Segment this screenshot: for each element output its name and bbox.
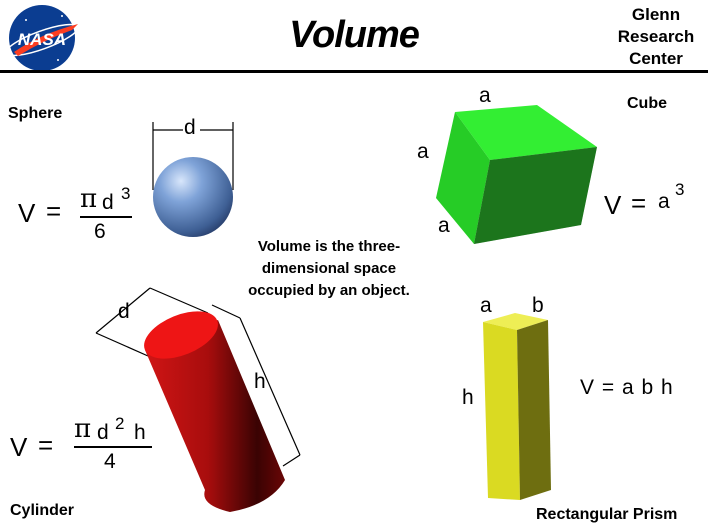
page-title: Volume <box>289 14 420 56</box>
sphere-formula-v: V <box>18 198 36 228</box>
volume-definition: Volume is the three-dimensional space oc… <box>248 238 410 299</box>
sphere-formula-exp: 3 <box>121 184 131 203</box>
cube-formula-a: a <box>658 190 670 213</box>
sphere-formula-eq: = <box>46 196 62 226</box>
cylinder-dim-h: h <box>254 370 266 393</box>
sphere-formula-den: 6 <box>94 220 106 243</box>
header-divider <box>0 70 708 73</box>
prism-dim-h: h <box>462 386 474 409</box>
cube-dim-bottom: a <box>438 214 450 237</box>
svg-text:NASA: NASA <box>18 30 66 49</box>
sphere-dim-d: d <box>184 116 196 139</box>
cube-formula-eq: = <box>631 188 647 218</box>
cylinder-formula-v: V <box>10 432 28 462</box>
cylinder-dim-d: d <box>118 300 130 323</box>
center-line-2: Research <box>617 27 695 46</box>
sphere-figure <box>152 122 234 237</box>
sphere-fraction-bar <box>80 216 132 218</box>
cylinder-formula-d: d <box>97 421 109 444</box>
prism-figure <box>483 313 551 500</box>
cube-dim-top: a <box>479 84 491 107</box>
cylinder-formula-exp: 2 <box>115 414 125 433</box>
cylinder-formula-pi: π <box>74 414 92 444</box>
sphere-label: Sphere <box>8 105 63 122</box>
center-line-1: Glenn <box>631 5 681 24</box>
cube-figure <box>436 105 597 244</box>
center-line-3: Center <box>629 49 683 68</box>
cylinder-formula-den: 4 <box>104 450 116 473</box>
sphere-formula-d: d <box>102 191 114 214</box>
cylinder-formula-h: h <box>134 421 146 444</box>
prism-label: Rectangular Prism <box>536 506 678 523</box>
prism-formula: V = a b h <box>580 376 673 399</box>
cylinder-figure <box>95 287 301 512</box>
sphere-formula-pi: π <box>80 184 98 214</box>
cube-label: Cube <box>627 95 667 112</box>
cube-formula-v: V <box>604 190 622 220</box>
prism-dim-b: b <box>532 294 544 317</box>
cylinder-fraction-bar <box>74 446 152 448</box>
cylinder-label: Cylinder <box>10 502 75 519</box>
cube-formula-exp: 3 <box>675 180 685 199</box>
cylinder-formula-eq: = <box>38 430 54 460</box>
nasa-logo: NASA <box>5 5 79 71</box>
glenn-research-center: Glenn Research Center <box>606 4 706 70</box>
cube-dim-left: a <box>417 140 429 163</box>
prism-dim-a: a <box>480 294 492 317</box>
